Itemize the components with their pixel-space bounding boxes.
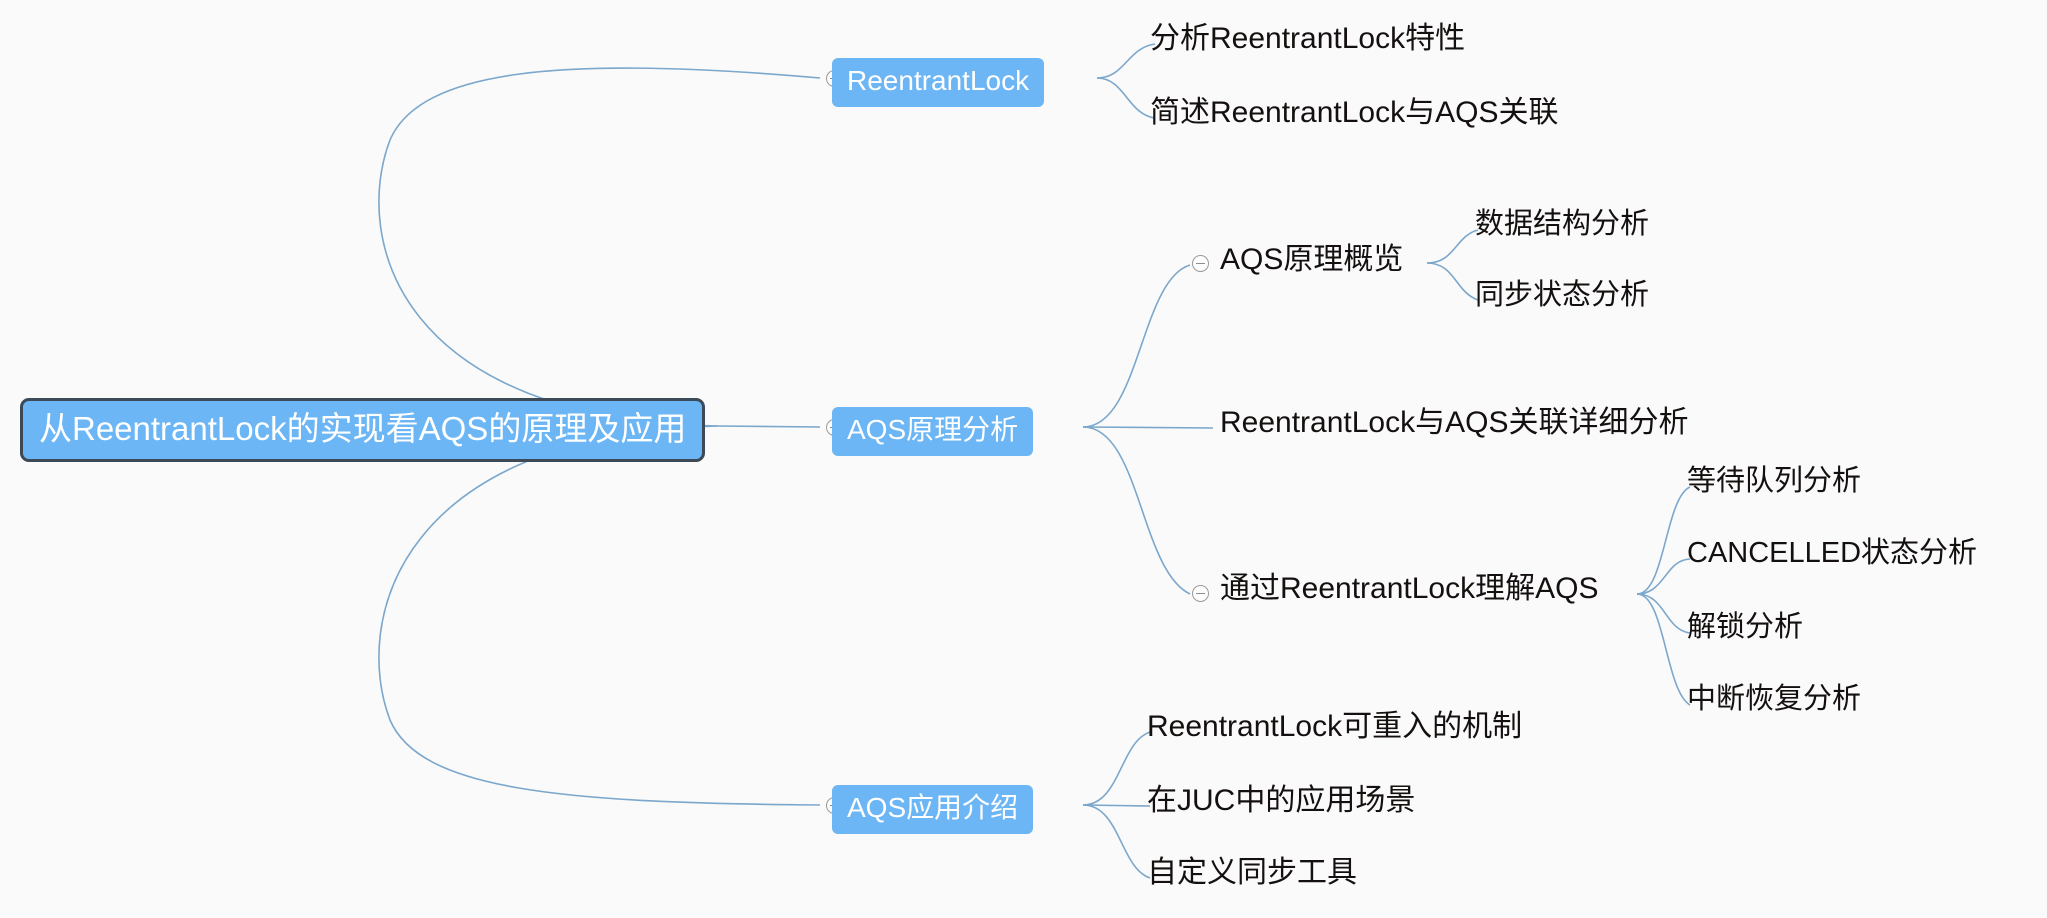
edge-understandaqs-to-c3	[1636, 593, 1691, 634]
leaf-node-sync-state-analysis[interactable]: 同步状态分析	[1475, 279, 1650, 311]
edge-aqsprinciple-to-c3	[1082, 426, 1191, 595]
edge-understandaqs-to-c1	[1636, 486, 1691, 595]
edge-reentrantlock-to-c1	[1096, 43, 1156, 79]
edge-root-to-aqs-application	[378, 425, 821, 806]
leaf-node-data-structure-analysis[interactable]: 数据结构分析	[1475, 208, 1650, 240]
root-node[interactable]: 从ReentrantLock的实现看AQS的原理及应用	[20, 398, 706, 462]
leaf-node-interrupt-recovery-analysis[interactable]: 中断恢复分析	[1687, 683, 1862, 715]
collapse-toggle-aqs-overview[interactable]	[1192, 255, 1209, 272]
edge-aqsoverview-to-c1	[1426, 229, 1479, 264]
edge-aqsprinciple-to-c1	[1082, 264, 1191, 428]
leaf-node-reentrantlock-reentrancy-mechanism[interactable]: ReentrantLock可重入的机制	[1147, 710, 1523, 743]
edge-understandaqs-to-c2	[1636, 558, 1691, 595]
leaf-node-unlock-analysis[interactable]: 解锁分析	[1687, 611, 1804, 643]
branch-node-reentrantlock[interactable]: ReentrantLock	[832, 58, 1045, 107]
edge-reentrantlock-to-c2	[1096, 77, 1156, 119]
branch-node-aqs-principle-analysis[interactable]: AQS原理分析	[832, 407, 1034, 456]
edge-understandaqs-to-c4	[1636, 593, 1691, 706]
sub-node-aqs-overview[interactable]: AQS原理概览	[1220, 243, 1404, 276]
branch-node-aqs-application-intro[interactable]: AQS应用介绍	[832, 785, 1034, 834]
leaf-node-analyze-reentrantlock-features[interactable]: 分析ReentrantLock特性	[1150, 22, 1466, 55]
leaf-node-cancelled-state-analysis[interactable]: CANCELLED状态分析	[1687, 537, 1978, 569]
edge-aqsapplication-to-c3	[1082, 804, 1151, 879]
sub-node-understand-aqs-via-reentrantlock[interactable]: 通过ReentrantLock理解AQS	[1220, 572, 1599, 605]
edge-root-to-reentrantlock	[378, 67, 821, 427]
leaf-node-wait-queue-analysis[interactable]: 等待队列分析	[1687, 465, 1862, 497]
edge-aqsapplication-to-c1	[1082, 731, 1151, 806]
leaf-node-reentrantlock-aqs-detailed-analysis[interactable]: ReentrantLock与AQS关联详细分析	[1220, 406, 1689, 439]
edge-aqsapplication-to-c2	[1082, 804, 1151, 807]
edge-aqsoverview-to-c2	[1426, 262, 1479, 301]
leaf-node-juc-usage-scenarios[interactable]: 在JUC中的应用场景	[1147, 784, 1416, 817]
collapse-toggle-understand-aqs[interactable]	[1192, 585, 1209, 602]
leaf-node-custom-sync-tools[interactable]: 自定义同步工具	[1147, 856, 1357, 889]
leaf-node-describe-reentrantlock-aqs-relation[interactable]: 简述ReentrantLock与AQS关联	[1150, 96, 1559, 129]
edge-root-to-aqs-principle	[717, 425, 821, 428]
edge-aqsprinciple-to-c2	[1082, 426, 1214, 429]
